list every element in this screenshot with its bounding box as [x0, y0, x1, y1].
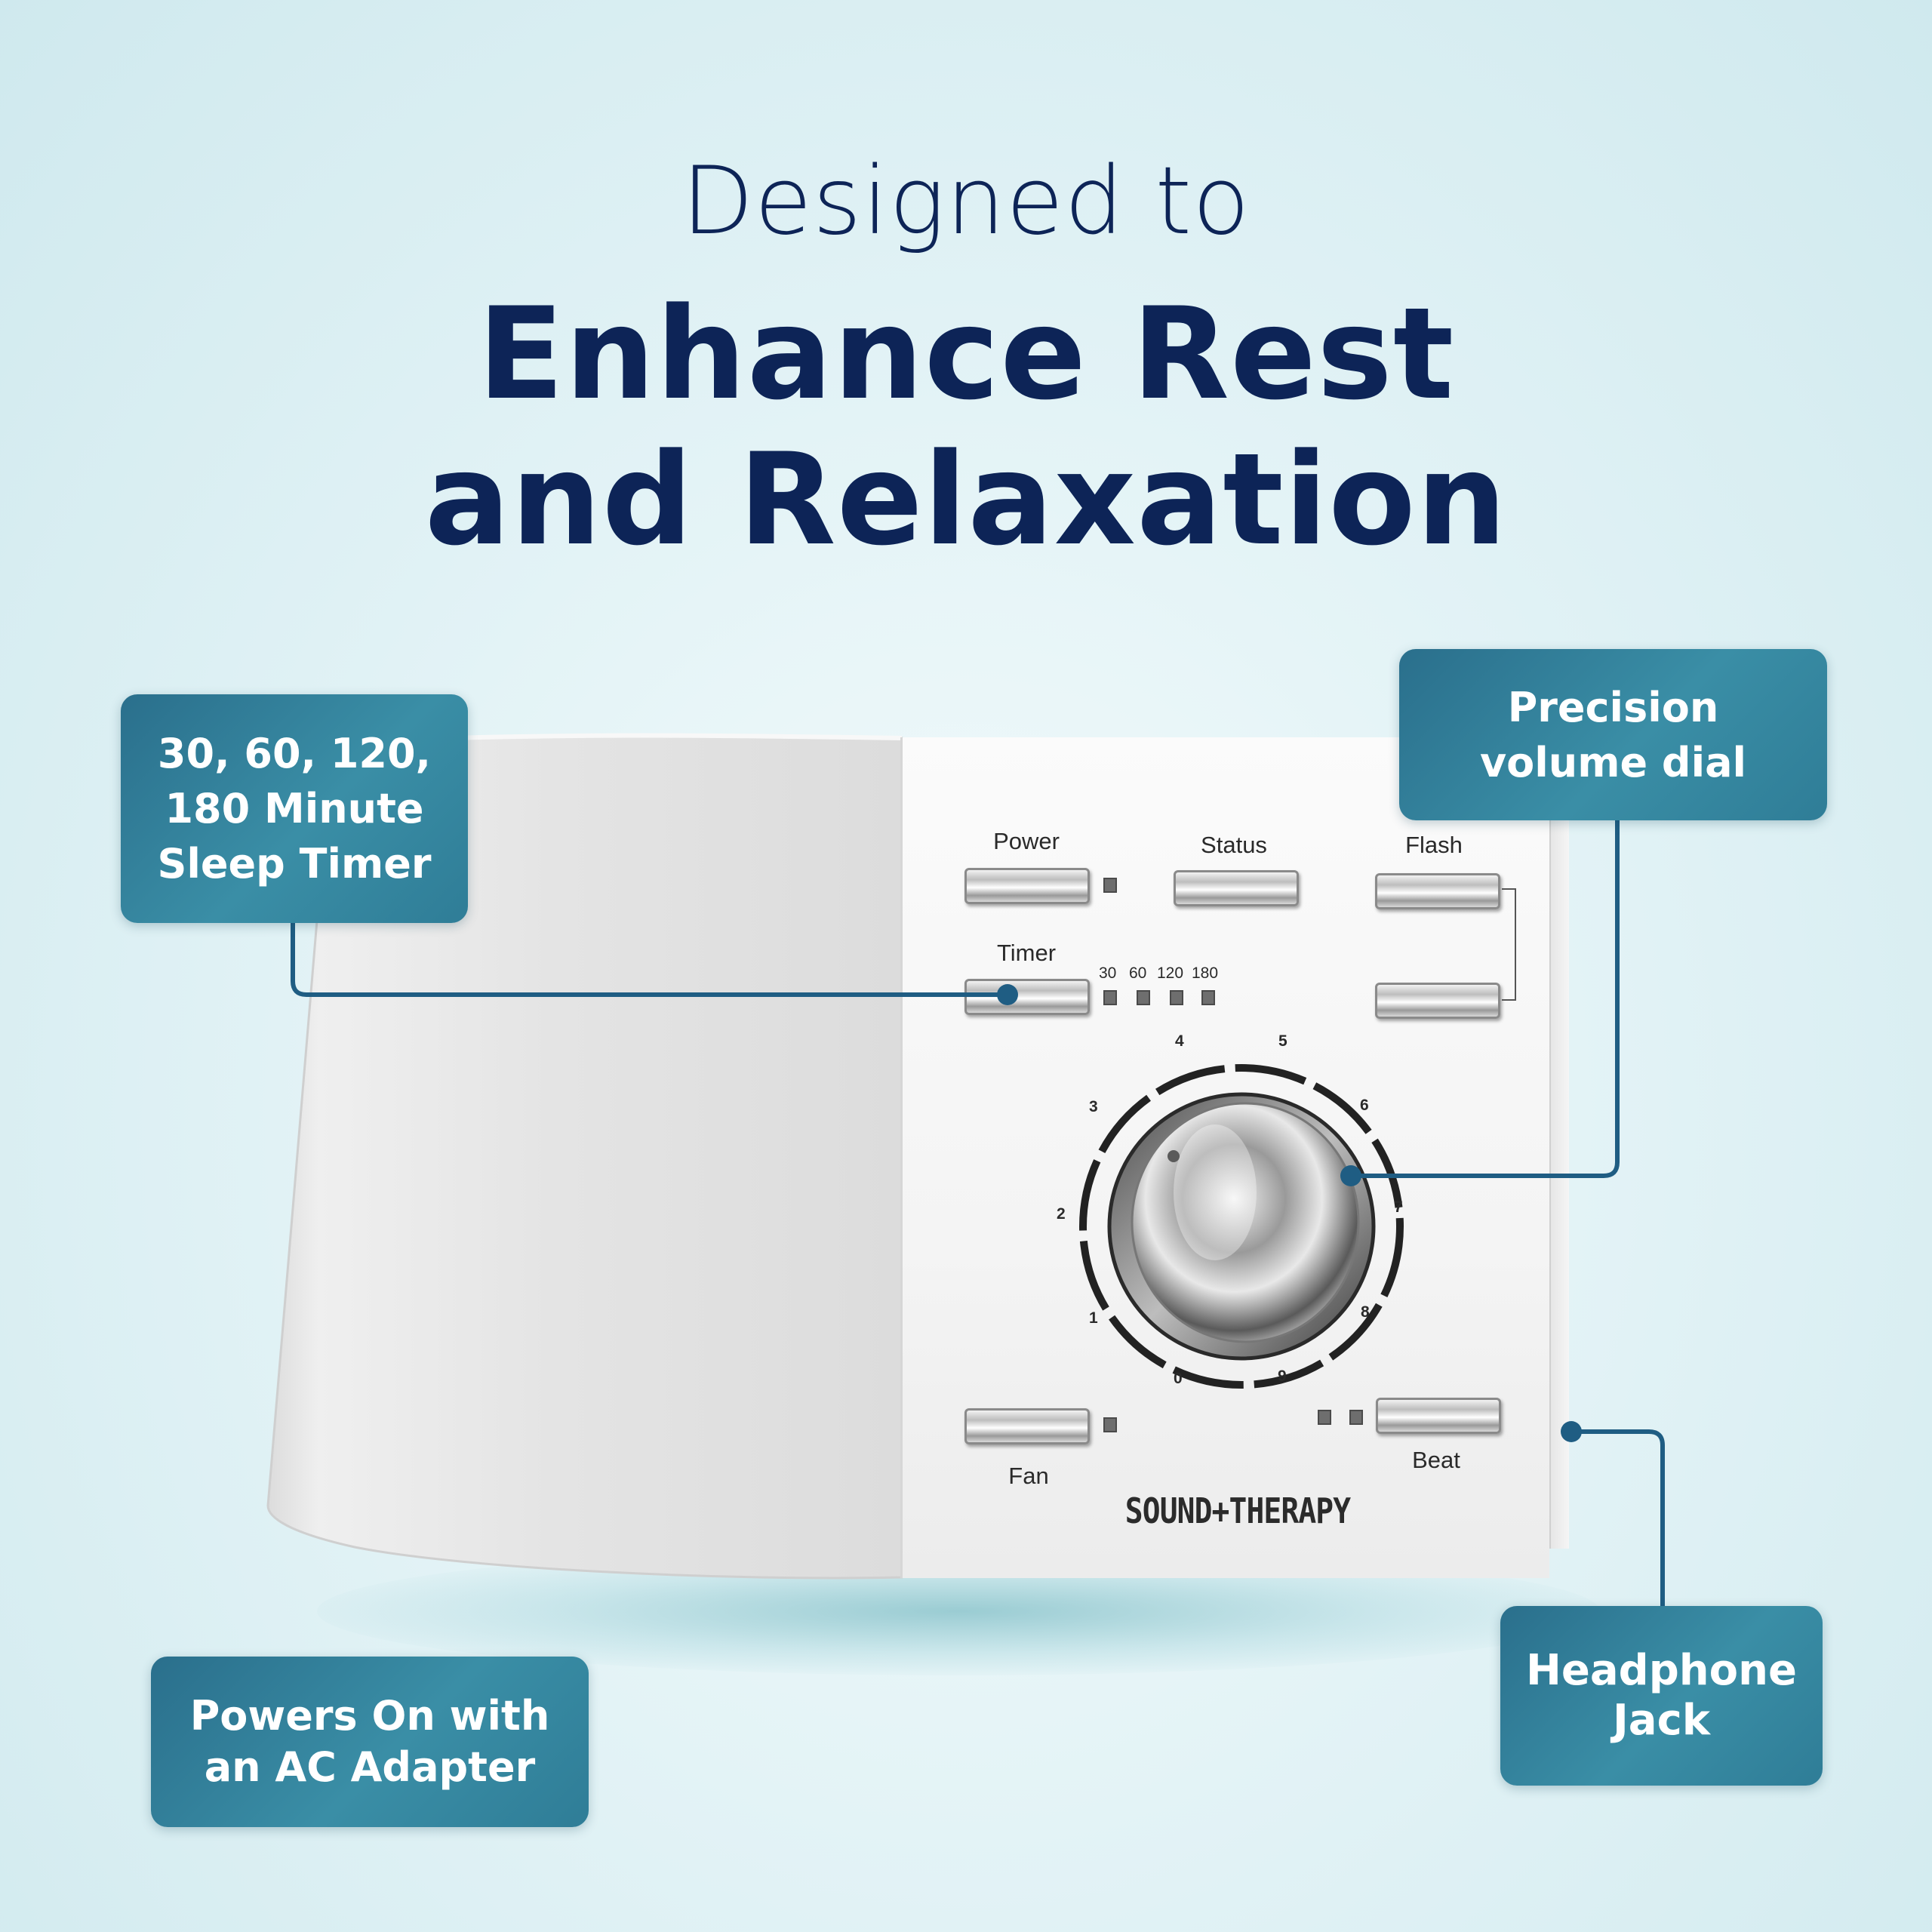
beat-button[interactable] — [1376, 1398, 1501, 1434]
timer-option-180: 180 — [1192, 964, 1219, 982]
panel-side-edge — [1549, 820, 1569, 1549]
timer-option-60: 60 — [1129, 964, 1147, 982]
volume-dial[interactable] — [1057, 1011, 1434, 1404]
flash-up-button[interactable] — [1375, 873, 1500, 909]
callout-ac-adapter: Powers On with an AC Adapter — [151, 1657, 589, 1827]
timer-led-180 — [1201, 990, 1215, 1005]
timer-button[interactable] — [964, 979, 1090, 1015]
status-label: Status — [1201, 832, 1267, 858]
dial-mark-9: 9 — [1278, 1367, 1287, 1385]
power-label: Power — [993, 828, 1060, 854]
dial-mark-6: 6 — [1360, 1097, 1369, 1114]
brand-logo: SOUND+THERAPY — [1124, 1491, 1351, 1531]
fan-label: Fan — [1008, 1463, 1049, 1489]
callout-timer-line3: Sleep Timer — [157, 840, 432, 888]
dial-mark-8: 8 — [1361, 1303, 1370, 1321]
dial-mark-2: 2 — [1057, 1205, 1066, 1223]
callout-jack-line2: Jack — [1612, 1696, 1711, 1745]
fan-button[interactable] — [964, 1408, 1090, 1444]
timer-led-60 — [1137, 990, 1150, 1005]
callout-timer-line1: 30, 60, 120, — [157, 730, 432, 777]
status-button[interactable] — [1174, 870, 1299, 906]
dial-mark-7: 7 — [1394, 1198, 1403, 1216]
headline-subtitle: Designed to — [681, 147, 1251, 256]
callout-dial-line2: volume dial — [1479, 738, 1747, 786]
timer-label: Timer — [996, 940, 1057, 966]
flash-label: Flash — [1405, 832, 1463, 858]
callout-jack-line1: Headphone — [1526, 1646, 1797, 1695]
timer-led-30 — [1103, 990, 1117, 1005]
beat-label: Beat — [1412, 1447, 1460, 1473]
beat-led-2 — [1349, 1410, 1363, 1425]
dial-mark-1: 1 — [1089, 1309, 1098, 1327]
dial-mark-0: 0 — [1174, 1370, 1183, 1387]
timer-option-30: 30 — [1099, 964, 1117, 982]
fan-led — [1103, 1417, 1117, 1432]
beat-led-1 — [1318, 1410, 1331, 1425]
callout-ac-line1: Powers On with — [189, 1692, 550, 1740]
callout-sleep-timer: 30, 60, 120, 180 Minute Sleep Timer — [121, 694, 468, 923]
timer-led-120 — [1170, 990, 1183, 1005]
callout-timer-line2: 180 Minute — [165, 785, 424, 832]
power-led — [1103, 878, 1117, 893]
callout-volume-dial: Precision volume dial — [1399, 649, 1827, 820]
power-button[interactable] — [964, 868, 1090, 904]
dial-mark-4: 4 — [1175, 1032, 1184, 1050]
timer-option-120: 120 — [1157, 964, 1184, 982]
callout-headphone-jack: Headphone Jack — [1500, 1606, 1823, 1786]
dial-mark-5: 5 — [1278, 1032, 1287, 1050]
headline-title-line1: Enhance Rest — [477, 280, 1455, 428]
callout-ac-line2: an AC Adapter — [204, 1743, 536, 1791]
headline-title-line2: and Relaxation — [424, 426, 1508, 574]
dial-mark-3: 3 — [1089, 1098, 1098, 1115]
callout-dial-line1: Precision — [1507, 683, 1719, 731]
